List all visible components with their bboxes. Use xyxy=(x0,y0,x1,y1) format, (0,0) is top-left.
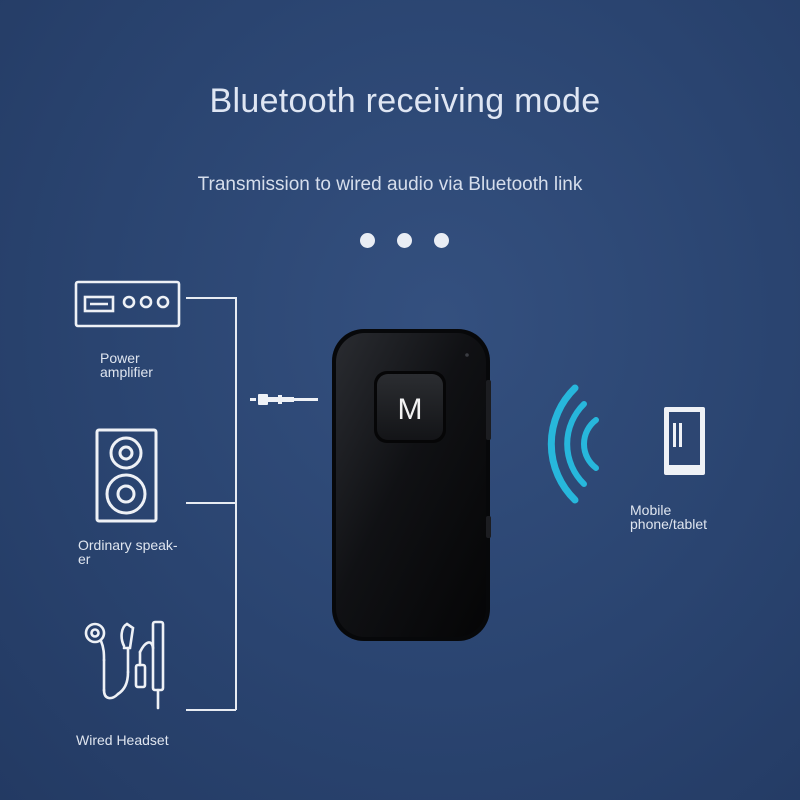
mobile-label-line2: phone/tablet xyxy=(630,516,708,532)
bluetooth-signal-icon xyxy=(547,384,599,504)
mobile-phone-icon xyxy=(664,407,705,475)
page-subtitle: Transmission to wired audio via Bluetoot… xyxy=(197,174,583,195)
m-button-label: M xyxy=(398,393,423,426)
headset-label: Wired Headset xyxy=(76,733,169,747)
connector-line-amplifier xyxy=(186,297,237,710)
page-title: Bluetooth receiving mode xyxy=(209,82,601,120)
power-amplifier-label-line1: Power xyxy=(100,350,140,366)
m-button[interactable] xyxy=(377,374,443,440)
carousel-dots xyxy=(360,233,449,248)
carousel-dot xyxy=(397,233,412,248)
power-amplifier-label-line2: amplifier xyxy=(100,364,153,380)
power-amplifier-label: Power amplifier xyxy=(100,351,153,379)
power-amplifier-icon xyxy=(74,280,181,328)
wired-headset-icon xyxy=(84,620,165,710)
mobile-label-line1: Mobile xyxy=(630,502,672,518)
speaker-label-line2: er xyxy=(78,551,91,567)
bluetooth-receiver-device: M xyxy=(332,329,491,641)
speaker-label: Ordinary speak- er xyxy=(78,538,178,566)
speaker-label-line1: Ordinary speak- xyxy=(78,537,178,553)
connector-lines xyxy=(186,297,237,711)
mobile-label: Mobile phone/tablet xyxy=(630,503,707,531)
carousel-dot xyxy=(434,233,449,248)
carousel-dot xyxy=(360,233,375,248)
audio-jack-icon xyxy=(250,394,318,405)
speaker-icon xyxy=(95,428,158,523)
headset-label-text: Wired Headset xyxy=(76,732,169,748)
